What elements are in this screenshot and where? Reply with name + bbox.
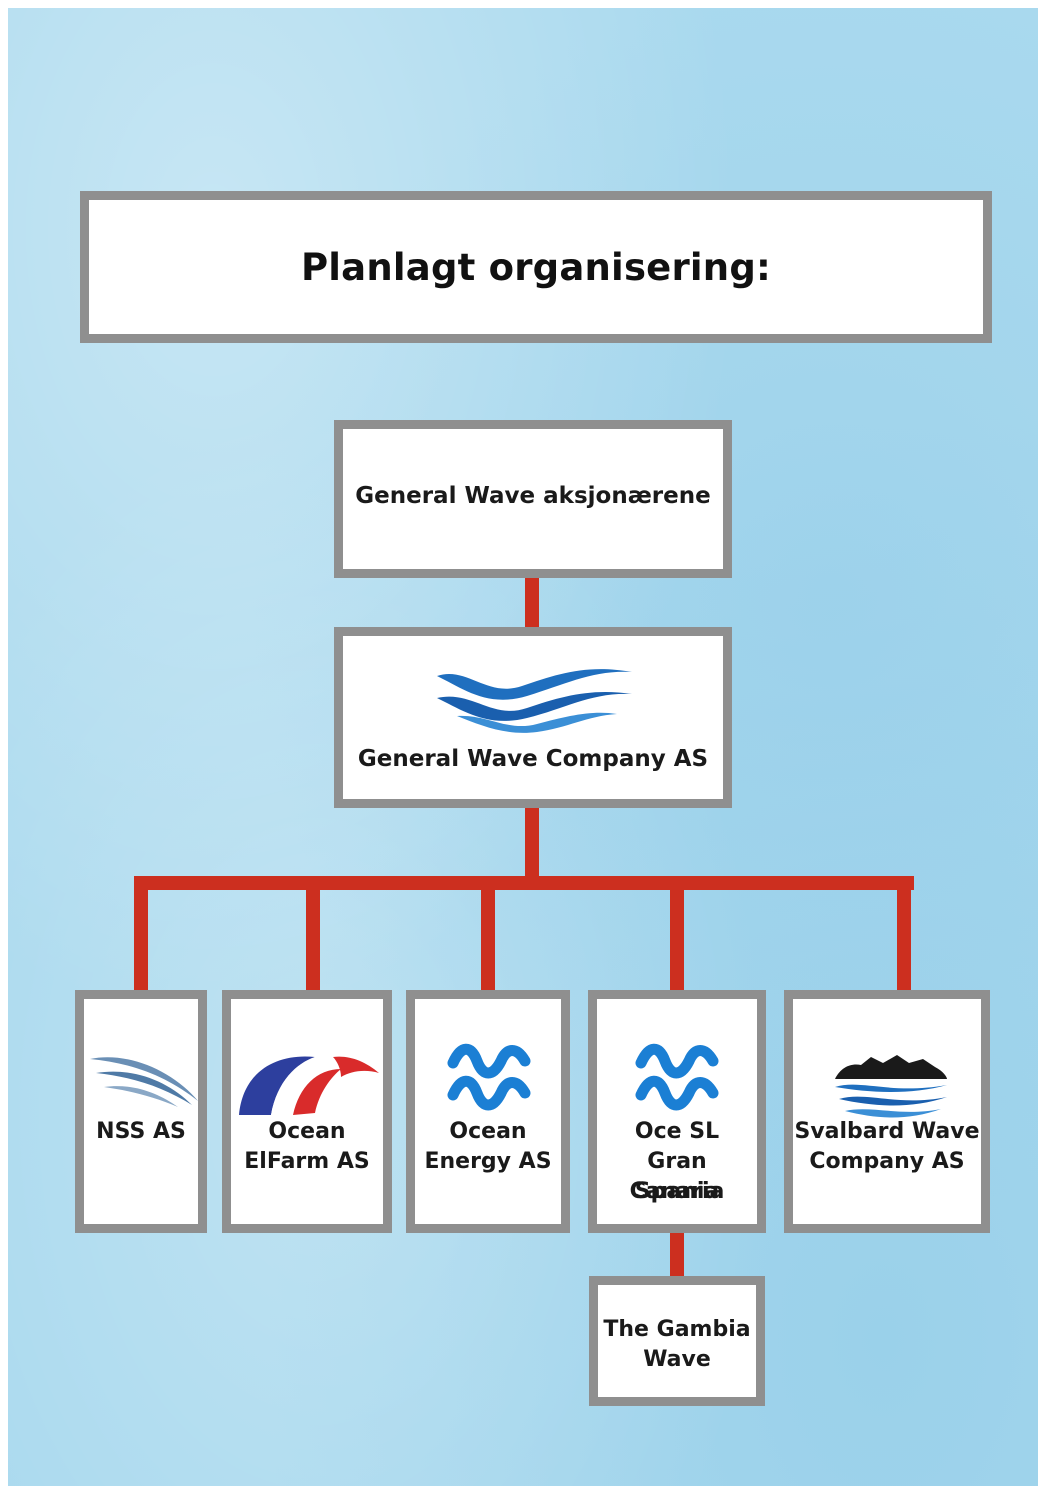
connector-root-parent [525, 575, 539, 637]
node-nss: NSS AS [75, 990, 207, 1233]
node-nss-label-line-1: NSS AS [96, 1119, 186, 1144]
node-oce-sl-label-line-3: Spania [634, 1179, 720, 1204]
org-chart-page: Planlagt organisering: General Wave aksj… [8, 8, 1038, 1486]
node-ocean-elfarm-label-line-1: Ocean [268, 1119, 346, 1144]
node-svalbard-wave-label-line-2: Company AS [809, 1149, 965, 1174]
node-ocean-energy-label-line-1: Ocean [449, 1119, 527, 1144]
connector-horizontal-bar [134, 876, 914, 890]
island-wave-icon [835, 1055, 947, 1118]
node-gambia-wave-label-line-2: Wave [643, 1347, 711, 1372]
node-gambia-wave: The Gambia Wave [589, 1276, 765, 1406]
node-ocean-elfarm: Ocean ElFarm AS [222, 990, 392, 1233]
node-general-wave-company-label: General Wave Company AS [357, 746, 709, 772]
double-wave-icon [635, 1043, 719, 1111]
node-gambia-wave-label-line-1: The Gambia [603, 1317, 751, 1342]
node-oce-sl: Oce SL Gran Canaria Spania [588, 990, 766, 1233]
nss-swoosh-icon [90, 1057, 198, 1107]
connector-oce-gambia [670, 1228, 684, 1280]
node-ocean-elfarm-label-line-2: ElFarm AS [244, 1149, 370, 1174]
title-box: Planlagt organisering: [80, 191, 992, 343]
connector-child-3 [481, 876, 495, 994]
node-shareholders-label: General Wave aksjonærene [355, 483, 711, 509]
flag-arch-icon [239, 1056, 379, 1115]
node-general-wave-company: General Wave Company AS [334, 627, 732, 808]
blue-wave-icon [437, 669, 632, 733]
connector-child-2 [306, 876, 320, 994]
connector-child-5 [897, 876, 911, 994]
node-ocean-energy-label-line-2: Energy AS [424, 1149, 552, 1174]
node-shareholders: General Wave aksjonærene [334, 420, 732, 578]
node-svalbard-wave: Svalbard Wave Company AS [784, 990, 990, 1233]
node-svalbard-wave-label-line-1: Svalbard Wave [794, 1119, 980, 1144]
connector-child-1 [134, 876, 148, 994]
page-title: Planlagt organisering: [300, 245, 772, 289]
node-oce-sl-label-line-2: Gran Canaria [629, 1149, 725, 1204]
connector-child-4 [670, 876, 684, 994]
connector-parent-down [525, 808, 539, 890]
node-oce-sl-label-line-1: Oce SL [634, 1119, 720, 1144]
double-wave-icon [447, 1043, 531, 1111]
node-ocean-energy: Ocean Energy AS [406, 990, 570, 1233]
